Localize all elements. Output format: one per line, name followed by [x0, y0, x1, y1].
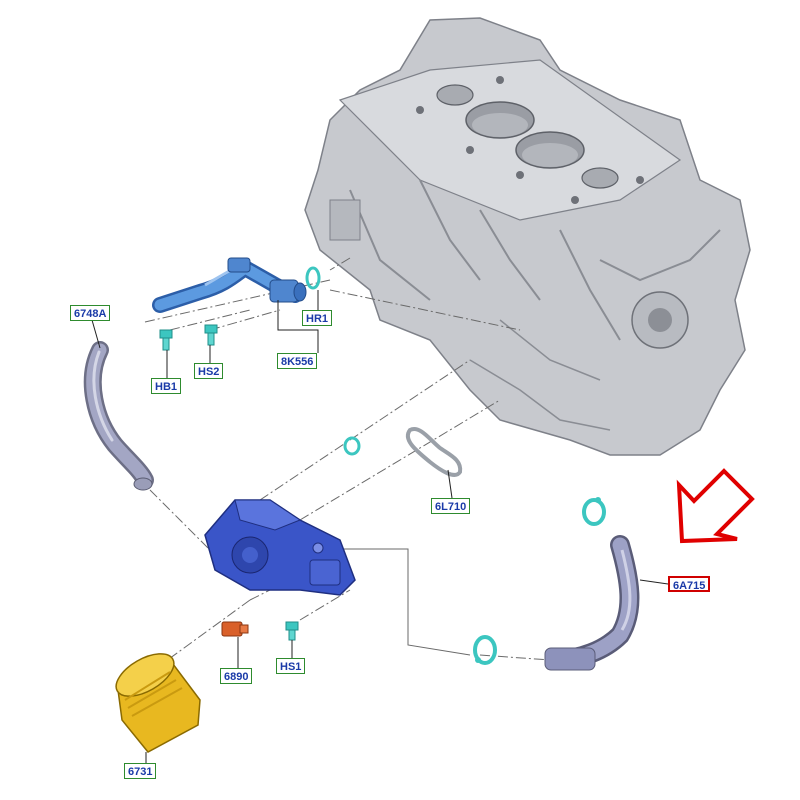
callout-hs2[interactable]: HS2	[194, 363, 224, 379]
hose-routing-line	[300, 548, 471, 656]
coolant-pipe-8k556	[152, 257, 307, 313]
callout-8k556[interactable]: 8K556	[277, 353, 318, 369]
callout-6890[interactable]: 6890	[220, 668, 253, 684]
bolt-hs1	[285, 621, 299, 641]
oil-cooler-gasket	[406, 427, 463, 477]
bolt-hb1	[159, 329, 173, 351]
crankcase-vent-hose	[544, 535, 640, 671]
callout-connectors	[91, 290, 669, 763]
callout-hs1[interactable]: HS1	[276, 658, 306, 674]
engine-block	[304, 17, 751, 456]
hose-clamp-lower	[473, 635, 497, 665]
callout-hr1[interactable]: HR1	[302, 310, 333, 326]
callout-6748a[interactable]: 6748A	[70, 305, 111, 321]
oil-cooler-housing	[204, 499, 356, 596]
callout-6731[interactable]: 6731	[124, 763, 157, 779]
oil-filter	[115, 653, 201, 753]
oil-cooler-feed-pipe	[83, 341, 154, 491]
callout-6a715[interactable]: 6A715	[668, 576, 711, 592]
seal-ring	[343, 436, 361, 456]
highlight-arrow-icon	[676, 468, 755, 544]
o-ring-hr1	[305, 266, 321, 290]
callout-6l710[interactable]: 6L710	[431, 498, 471, 514]
hose-clamp-upper	[582, 497, 606, 526]
bolt-hs2	[204, 324, 218, 346]
oil-pressure-sender	[221, 621, 249, 637]
callout-hb1[interactable]: HB1	[151, 378, 182, 394]
